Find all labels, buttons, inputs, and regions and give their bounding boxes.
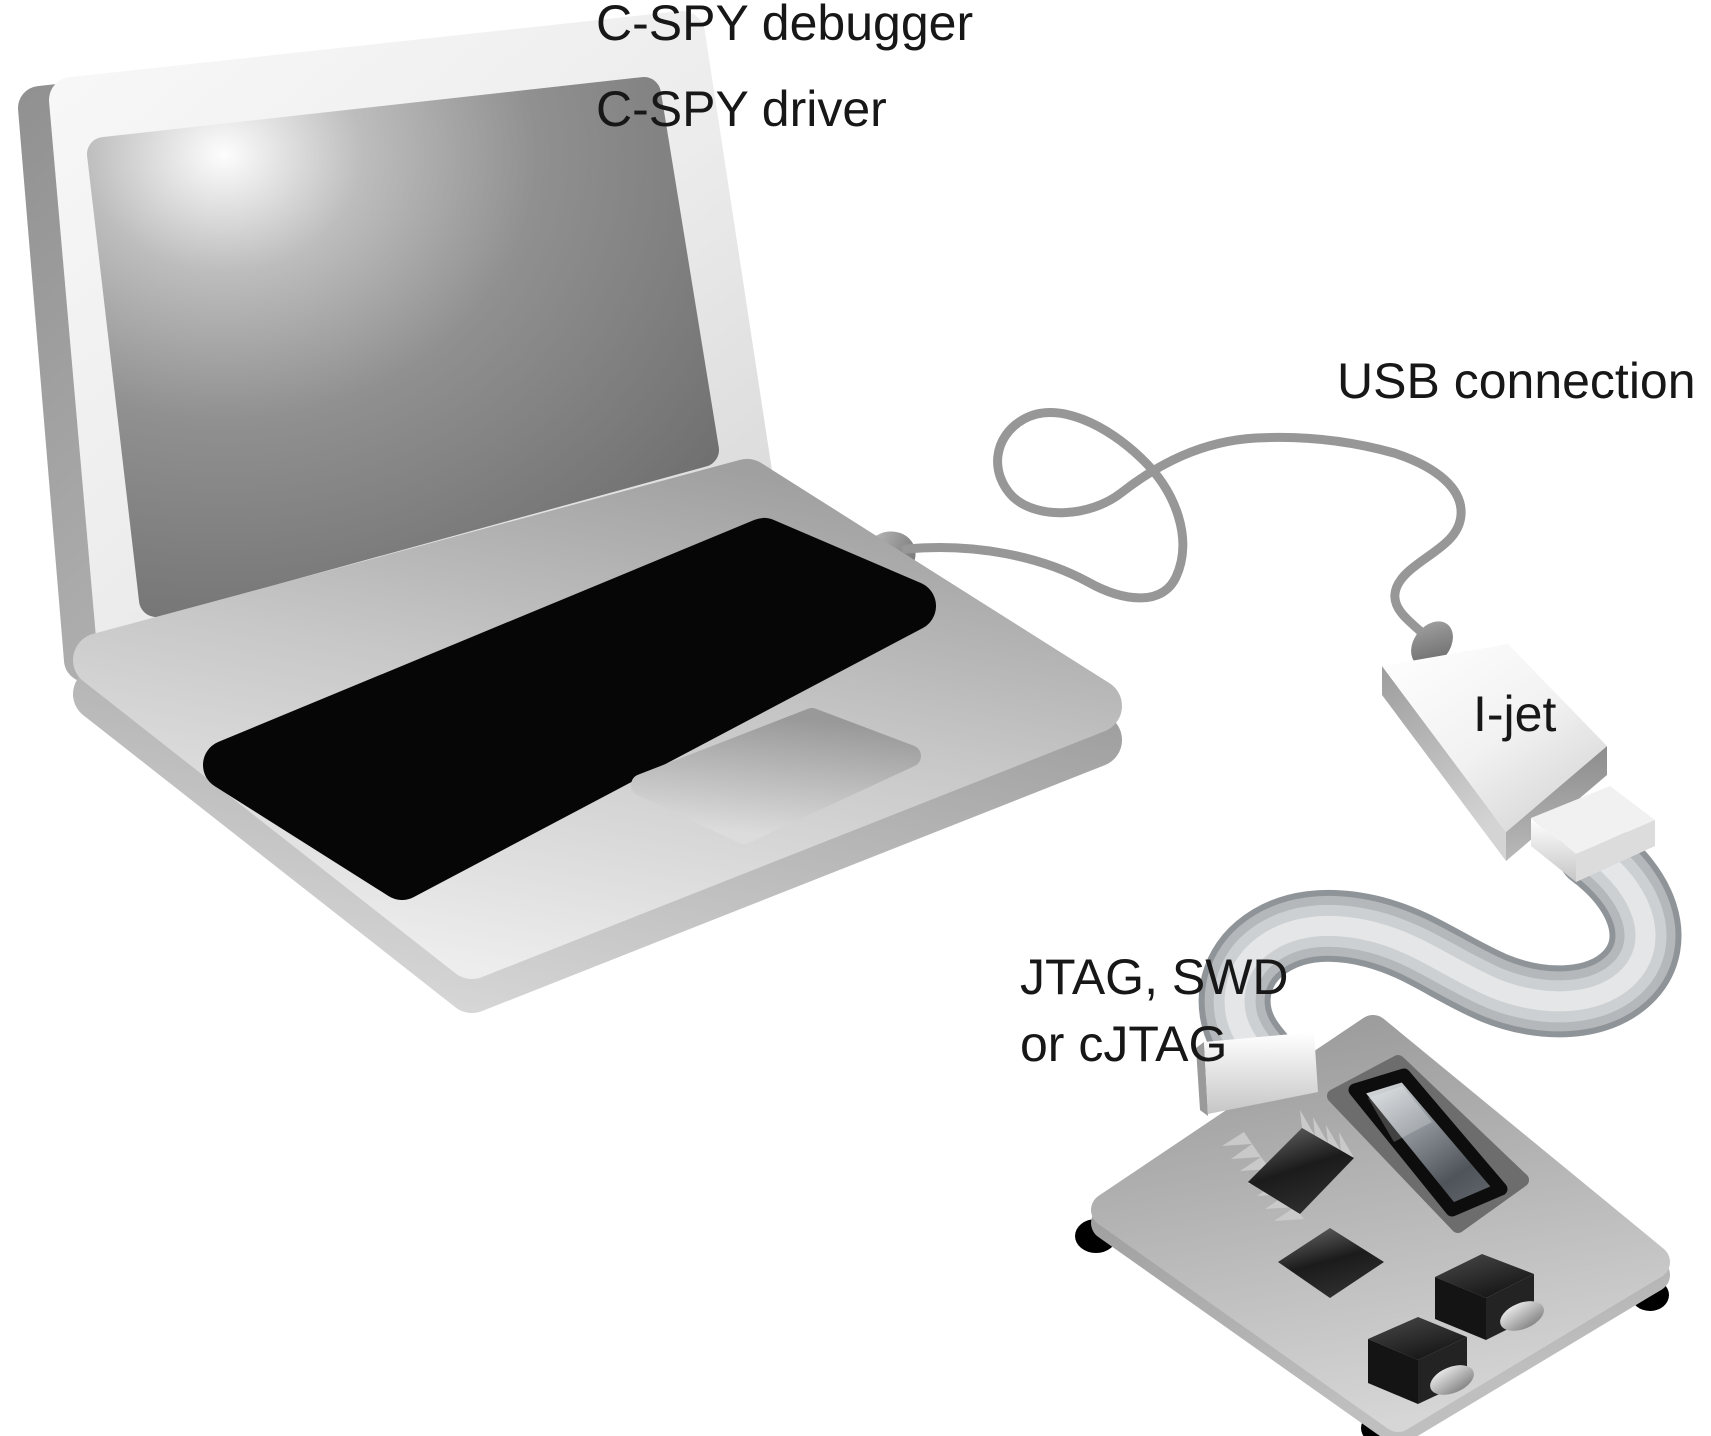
label-usb-connection: USB connection	[1337, 353, 1696, 409]
display-sheen	[1368, 1086, 1432, 1142]
connector-top	[1531, 786, 1655, 854]
display-screen	[1348, 1068, 1508, 1217]
capacitor-lower	[1368, 1317, 1474, 1404]
label-debug-interface-line1: JTAG, SWD	[1020, 949, 1289, 1005]
label-cspy-driver: C-SPY driver	[596, 81, 887, 137]
capacitor-upper	[1435, 1254, 1544, 1340]
label-ijet: I-jet	[1473, 686, 1557, 742]
board-connector-sliver	[1196, 1042, 1208, 1116]
small-chip	[1278, 1228, 1384, 1298]
ribbon-connector-ijet	[1531, 786, 1655, 882]
ijet-usb-plug	[1411, 621, 1453, 667]
cap-end	[1500, 1301, 1544, 1331]
laptop-keyboard	[203, 518, 936, 900]
cap-end	[1430, 1365, 1474, 1395]
cap-top	[1368, 1317, 1467, 1360]
ribbon-cable	[1198, 786, 1682, 1094]
ic-body	[1248, 1128, 1354, 1214]
target-board	[1075, 1015, 1670, 1436]
board-connector-front	[1204, 1032, 1318, 1114]
cap-left	[1368, 1339, 1418, 1404]
cap-right	[1486, 1274, 1534, 1340]
connector-front	[1531, 818, 1576, 882]
ic-chip	[1222, 1110, 1354, 1221]
cap-top	[1435, 1254, 1534, 1298]
laptop-trackpad	[631, 708, 921, 844]
laptop-screen	[87, 77, 719, 617]
cap-left	[1435, 1277, 1486, 1340]
usb-cable	[901, 408, 1466, 654]
display-module	[1327, 1055, 1529, 1233]
ribbon-connector-board	[1196, 1032, 1318, 1116]
connector-side	[1576, 820, 1655, 882]
label-debug-interface-line2: or cJTAG	[1020, 1016, 1228, 1072]
ribbon-highlight	[1224, 842, 1656, 1068]
ijet-top-face	[1382, 644, 1607, 832]
label-cspy-debugger: C-SPY debugger	[596, 0, 974, 51]
laptop	[18, 11, 1122, 1013]
ijet-left-face	[1382, 666, 1506, 861]
